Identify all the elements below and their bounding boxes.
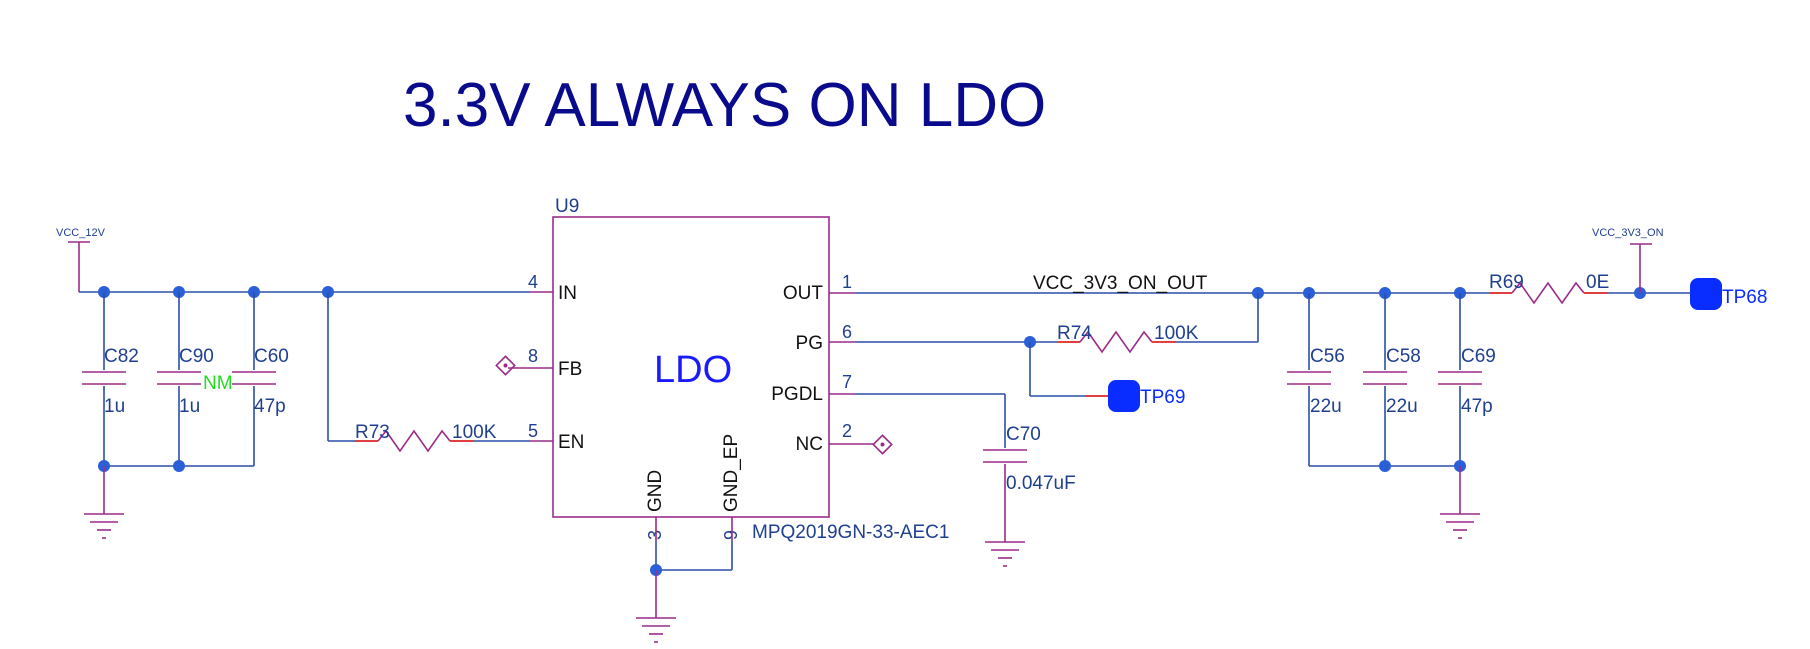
ground-symbol: [636, 570, 676, 643]
capacitor-c69: C69 47p: [1438, 293, 1496, 466]
c58-value: 22u: [1386, 396, 1418, 417]
testpoint-tp69: TP69: [1108, 380, 1185, 412]
ic-part-number: MPQ2019GN-33-AEC1: [752, 522, 949, 543]
testpoint-tp68: TP68: [1690, 278, 1767, 310]
c70-value: 0.047uF: [1006, 473, 1076, 494]
nc-no-connect-marker: [872, 434, 893, 455]
vcc-12v-label: VCC_12V: [56, 227, 106, 239]
c60-value: 47p: [254, 396, 286, 417]
vcc-3v3-on-label: VCC_3V3_ON: [1592, 227, 1664, 239]
c90-value: 1u: [179, 396, 200, 417]
pin-number: 5: [528, 421, 538, 441]
page-title: 3.3V ALWAYS ON LDO: [403, 71, 1046, 140]
resistor-r74: R74 100K: [1057, 323, 1199, 354]
pin-name: PGDL: [771, 384, 823, 405]
pin-name: GND: [645, 470, 666, 512]
c90-not-mounted-label: NM: [203, 373, 233, 394]
c69-refdes: C69: [1461, 346, 1496, 367]
r73-value: 100K: [452, 422, 497, 443]
ground-symbol: [1440, 466, 1480, 539]
capacitor-c60: C60 47p: [232, 292, 289, 466]
vcc-3v3-on-power-symbol: VCC_3V3_ON: [1592, 227, 1664, 293]
capacitor-c58: C58 22u: [1363, 293, 1421, 466]
c90-refdes: C90: [179, 346, 214, 367]
r73-refdes: R73: [355, 422, 390, 443]
pin-name: IN: [558, 283, 577, 304]
c82-refdes: C82: [104, 346, 139, 367]
pin-number: 9: [721, 530, 741, 540]
c70-refdes: C70: [1006, 424, 1041, 445]
c56-refdes: C56: [1310, 346, 1345, 367]
r74-value: 100K: [1154, 323, 1199, 344]
pin-number: 7: [842, 372, 852, 392]
u9-refdes: U9: [555, 196, 579, 217]
ic-function-label: LDO: [654, 349, 732, 391]
r69-value: 0E: [1586, 272, 1609, 293]
pin-name: NC: [796, 434, 823, 455]
c56-value: 22u: [1310, 396, 1342, 417]
pin-number: 1: [842, 272, 852, 292]
fb-no-connect-marker: [495, 355, 516, 376]
ldo-ic-u9: U9 LDO MPQ2019GN-33-AEC1 4 IN 8 FB 5 EN …: [528, 196, 949, 543]
c82-value: 1u: [104, 396, 125, 417]
capacitor-c82: C82 1u: [82, 292, 139, 466]
ground-symbol: [985, 464, 1025, 567]
pin-name: PG: [796, 333, 823, 354]
pin-number: 4: [528, 272, 538, 292]
r74-refdes: R74: [1057, 323, 1092, 344]
capacitor-c90: C90 1u NM: [157, 292, 233, 466]
c60-refdes: C60: [254, 346, 289, 367]
capacitor-c70: C70 0.047uF: [983, 424, 1076, 494]
ground-symbol: [84, 466, 124, 539]
pin-number: 3: [645, 530, 665, 540]
pin-number: 6: [842, 322, 852, 342]
vcc-12v-power-symbol: VCC_12V: [56, 227, 106, 292]
c69-value: 47p: [1461, 396, 1493, 417]
pin-name: GND_EP: [721, 434, 742, 512]
pin-name: EN: [558, 432, 584, 453]
tp68-refdes: TP68: [1722, 287, 1767, 308]
resistor-r69: R69 0E: [1489, 272, 1609, 305]
pin-number: 2: [842, 421, 852, 441]
pin-name: OUT: [783, 283, 824, 304]
tp69-refdes: TP69: [1140, 387, 1185, 408]
pin-number: 8: [528, 346, 538, 366]
r69-refdes: R69: [1489, 272, 1524, 293]
pin-name: FB: [558, 359, 582, 380]
net-label-vcc-3v3-on-out: VCC_3V3_ON_OUT: [1033, 273, 1208, 294]
resistor-r73: R73 100K: [355, 422, 497, 453]
c58-refdes: C58: [1386, 346, 1421, 367]
capacitor-c56: C56 22u: [1287, 293, 1345, 466]
